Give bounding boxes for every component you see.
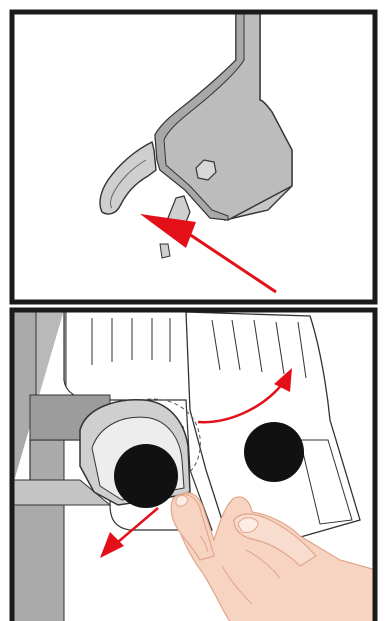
- knob-icon: [244, 422, 304, 482]
- knob-icon: [114, 444, 178, 508]
